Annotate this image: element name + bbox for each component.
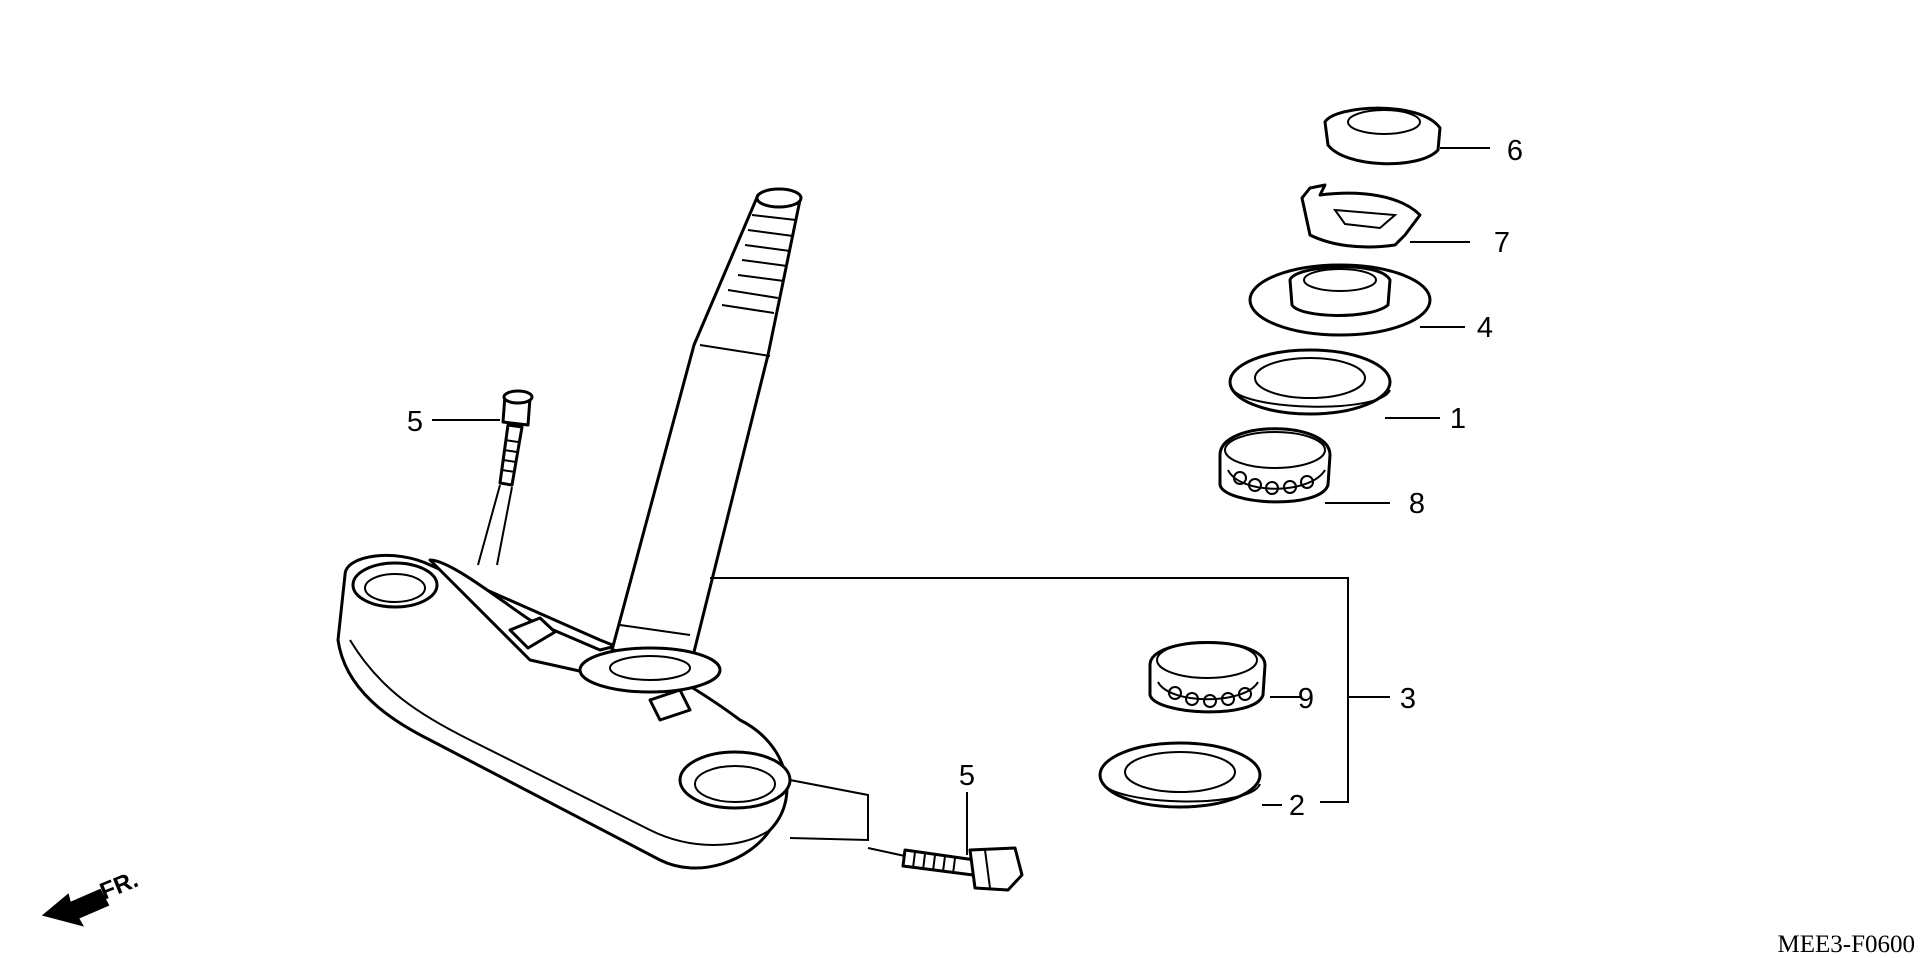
- front-label: FR.: [96, 866, 142, 906]
- callout-7: 7: [1494, 227, 1510, 259]
- callout-labels: 6 7 4 1 8 5 9 3 2 5: [407, 135, 1523, 822]
- lock-washer: [1300, 183, 1422, 249]
- callout-2: 2: [1289, 790, 1305, 822]
- front-arrow-icon: [41, 888, 110, 927]
- callout-5-upper: 5: [407, 406, 423, 438]
- upper-bearing-race: [1228, 348, 1392, 416]
- diagram-code: MEE3-F0600: [1778, 931, 1916, 958]
- lower-bearing-race: [1098, 741, 1262, 809]
- callout-6: 6: [1507, 135, 1523, 167]
- bolt-upper: [477, 389, 534, 566]
- callout-1: 1: [1450, 403, 1466, 435]
- callout-5-lower: 5: [959, 760, 975, 792]
- callout-9: 9: [1298, 683, 1314, 715]
- lower-ball-bearing: [1148, 641, 1267, 714]
- bottom-bridge: [336, 553, 792, 870]
- lock-nut: [1323, 106, 1442, 166]
- adjusting-nut: [1248, 263, 1432, 337]
- bolt-lower: [901, 846, 1024, 892]
- callout-4: 4: [1477, 312, 1493, 344]
- callout-8: 8: [1409, 488, 1425, 520]
- leader-lines: [432, 147, 1490, 857]
- front-direction-indicator: FR.: [41, 866, 142, 927]
- upper-ball-bearing: [1218, 427, 1332, 504]
- callout-3: 3: [1400, 683, 1416, 715]
- steering-stem: [578, 187, 803, 694]
